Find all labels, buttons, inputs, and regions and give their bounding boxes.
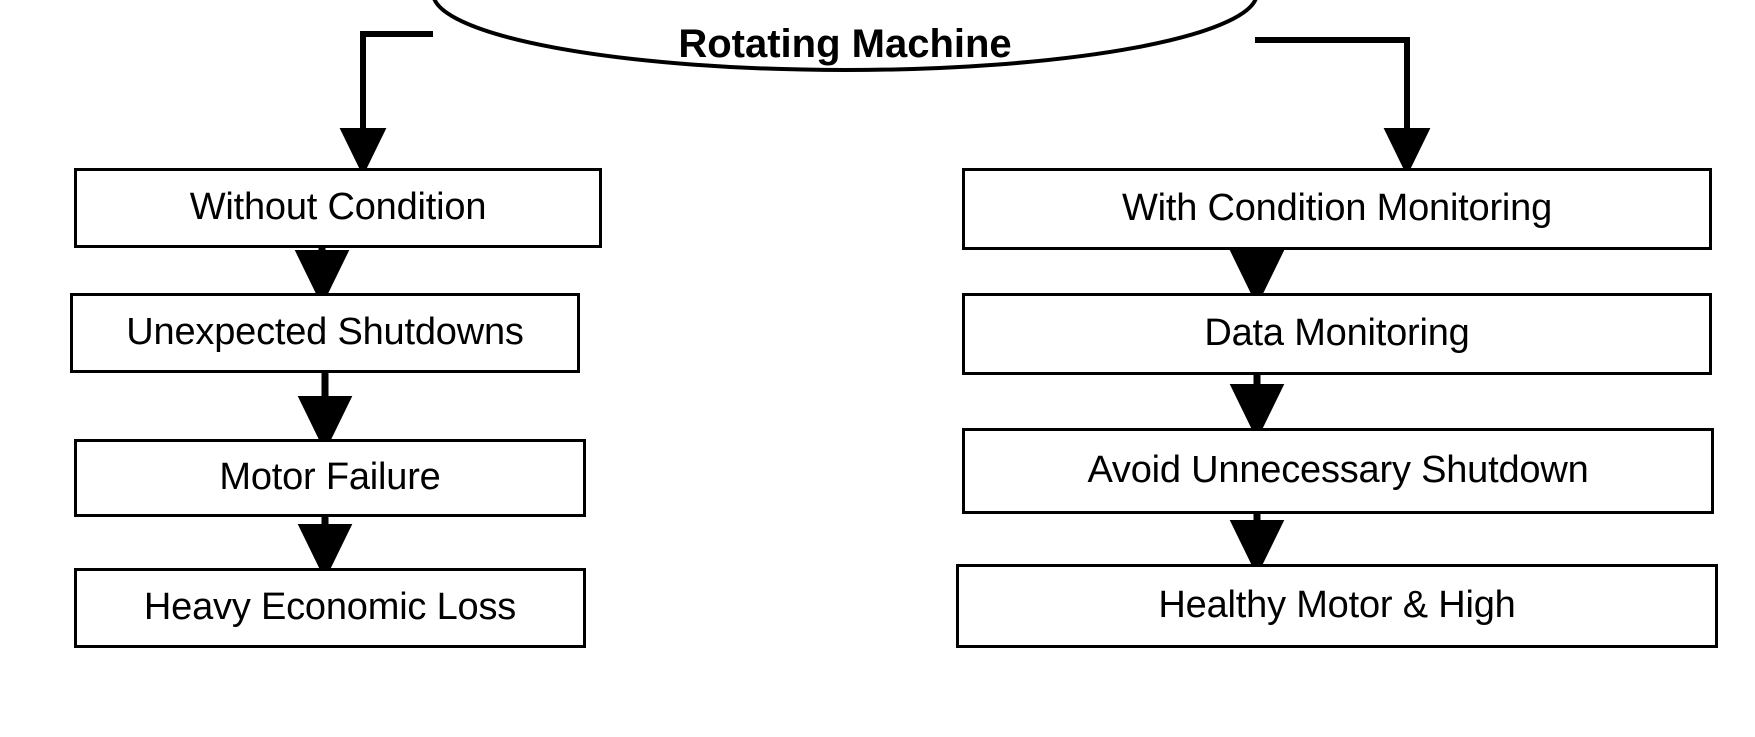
node-with-condition-monitoring-label: With Condition Monitoring bbox=[1121, 187, 1553, 230]
root-ellipse-shape bbox=[432, 0, 1258, 72]
node-heavy-economic-loss-label: Heavy Economic Loss bbox=[143, 586, 517, 629]
node-data-monitoring[interactable]: Data Monitoring bbox=[962, 293, 1712, 375]
node-motor-failure[interactable]: Motor Failure bbox=[74, 439, 586, 517]
connector-root-to-left bbox=[339, 31, 433, 176]
node-with-condition-monitoring[interactable]: With Condition Monitoring bbox=[962, 168, 1712, 250]
node-healthy-motor-high[interactable]: Healthy Motor & High bbox=[956, 564, 1718, 648]
node-without-condition[interactable]: Without Condition bbox=[74, 168, 602, 248]
node-unexpected-shutdowns-label: Unexpected Shutdowns bbox=[126, 311, 524, 354]
node-avoid-unnecessary-shutdown-label: Avoid Unnecessary Shutdown bbox=[1087, 449, 1589, 492]
root-node-label: Rotating Machine bbox=[678, 22, 1012, 66]
connector-root-to-right bbox=[1255, 37, 1431, 176]
node-heavy-economic-loss[interactable]: Heavy Economic Loss bbox=[74, 568, 586, 648]
node-avoid-unnecessary-shutdown[interactable]: Avoid Unnecessary Shutdown bbox=[962, 428, 1714, 514]
node-unexpected-shutdowns[interactable]: Unexpected Shutdowns bbox=[70, 293, 580, 373]
node-healthy-motor-high-label: Healthy Motor & High bbox=[1158, 584, 1516, 627]
node-without-condition-label: Without Condition bbox=[189, 186, 487, 229]
node-motor-failure-label: Motor Failure bbox=[219, 456, 441, 499]
node-data-monitoring-label: Data Monitoring bbox=[1204, 312, 1470, 355]
